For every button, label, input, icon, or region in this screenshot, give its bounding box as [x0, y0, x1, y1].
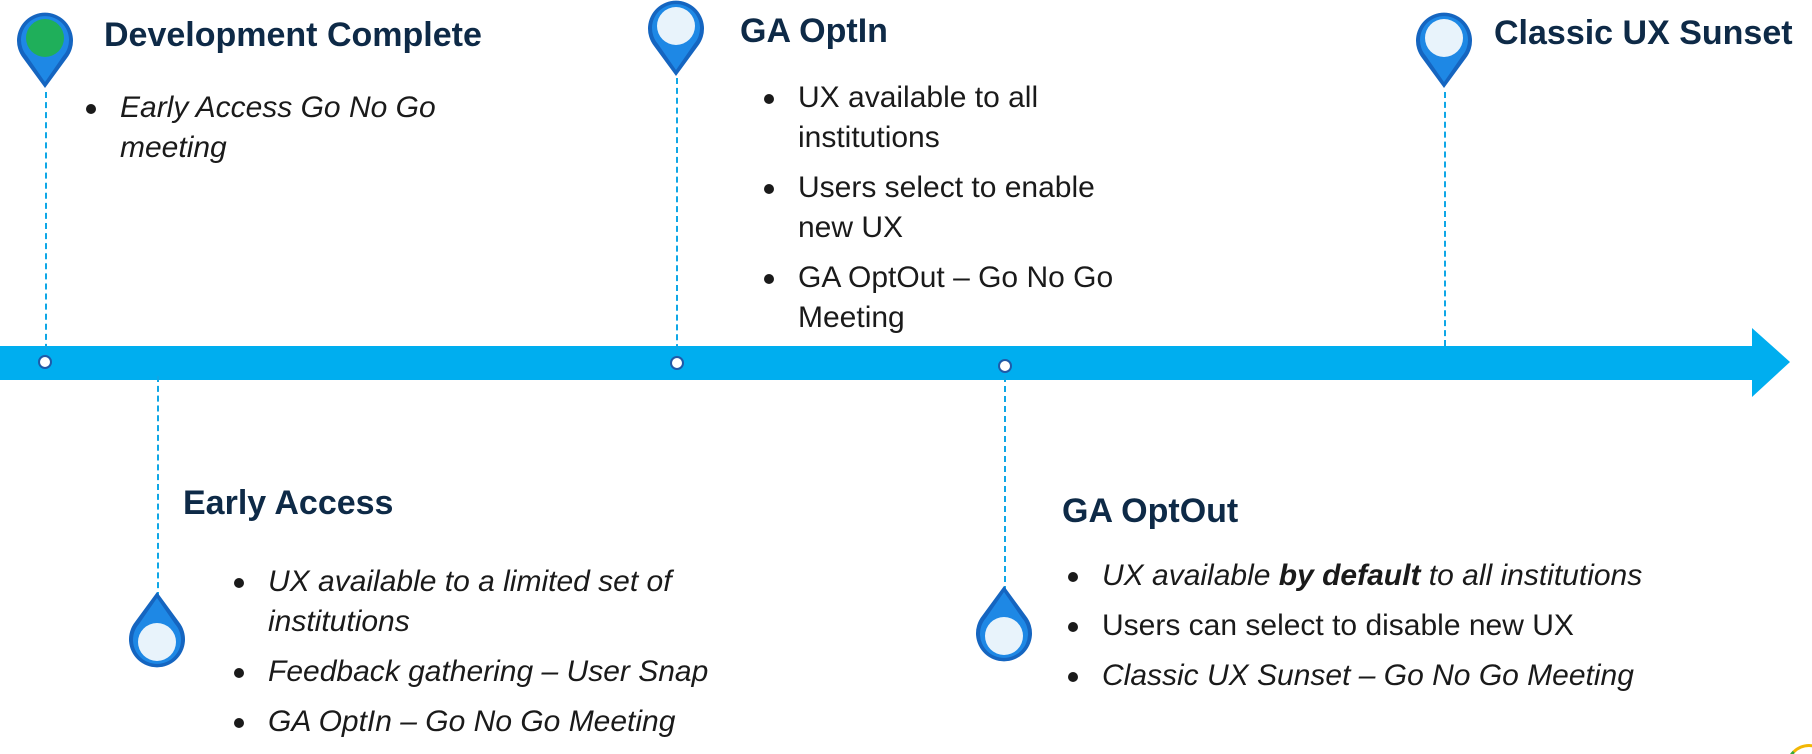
map-pin-icon	[1416, 12, 1472, 88]
list-item: Early Access Go No Go meeting	[80, 88, 500, 168]
map-pin-icon	[976, 586, 1032, 662]
connector-development-complete	[45, 92, 47, 360]
list-item: UX available to a limited set of institu…	[228, 562, 788, 642]
list-item: UX available by default to all instituti…	[1062, 556, 1802, 596]
milestone-title-ga-optout: GA OptOut	[1062, 492, 1239, 530]
bullet-text-after: to all institutions	[1420, 559, 1643, 592]
list-item: GA OptIn – Go No Go Meeting	[228, 702, 788, 742]
connector-classic-sunset	[1444, 92, 1446, 346]
bullet-text-emphasis: by default	[1278, 559, 1421, 592]
bullet-text-before: UX available	[1102, 559, 1279, 592]
milestone-title-ga-optin: GA OptIn	[740, 12, 888, 50]
milestone-title-early-access: Early Access	[183, 484, 394, 522]
bullet-list-early-access: UX available to a limited set of institu…	[228, 562, 788, 752]
milestone-title-classic-sunset: Classic UX Sunset	[1494, 14, 1793, 52]
bullet-list-ga-optout: UX available by default to all instituti…	[1062, 556, 1802, 706]
list-item: Feedback gathering – User Snap	[228, 652, 788, 692]
list-item: Classic UX Sunset – Go No Go Meeting	[1062, 656, 1802, 696]
milestone-title-development-complete: Development Complete	[104, 16, 482, 54]
map-pin-icon	[648, 0, 704, 76]
list-item: UX available to all institutions	[758, 78, 1158, 158]
bullet-list-ga-optin: UX available to all institutions Users s…	[758, 78, 1158, 348]
map-pin-complete-icon	[17, 12, 74, 88]
list-item: Users can select to disable new UX	[1062, 606, 1802, 646]
connector-ga-optin	[676, 78, 678, 360]
connector-early-access	[157, 376, 159, 598]
timeline-node-ga-optout	[998, 359, 1012, 373]
map-pin-icon	[129, 592, 185, 668]
connector-ga-optout	[1004, 376, 1006, 592]
list-item: Users select to enable new UX	[758, 168, 1158, 248]
timeline-node-ga-optin	[670, 356, 684, 370]
timeline-node-development-complete	[38, 355, 52, 369]
list-item: GA OptOut – Go No Go Meeting	[758, 258, 1158, 338]
timeline-arrow-shape	[0, 328, 1790, 397]
bullet-list-development-complete: Early Access Go No Go meeting	[80, 88, 500, 182]
